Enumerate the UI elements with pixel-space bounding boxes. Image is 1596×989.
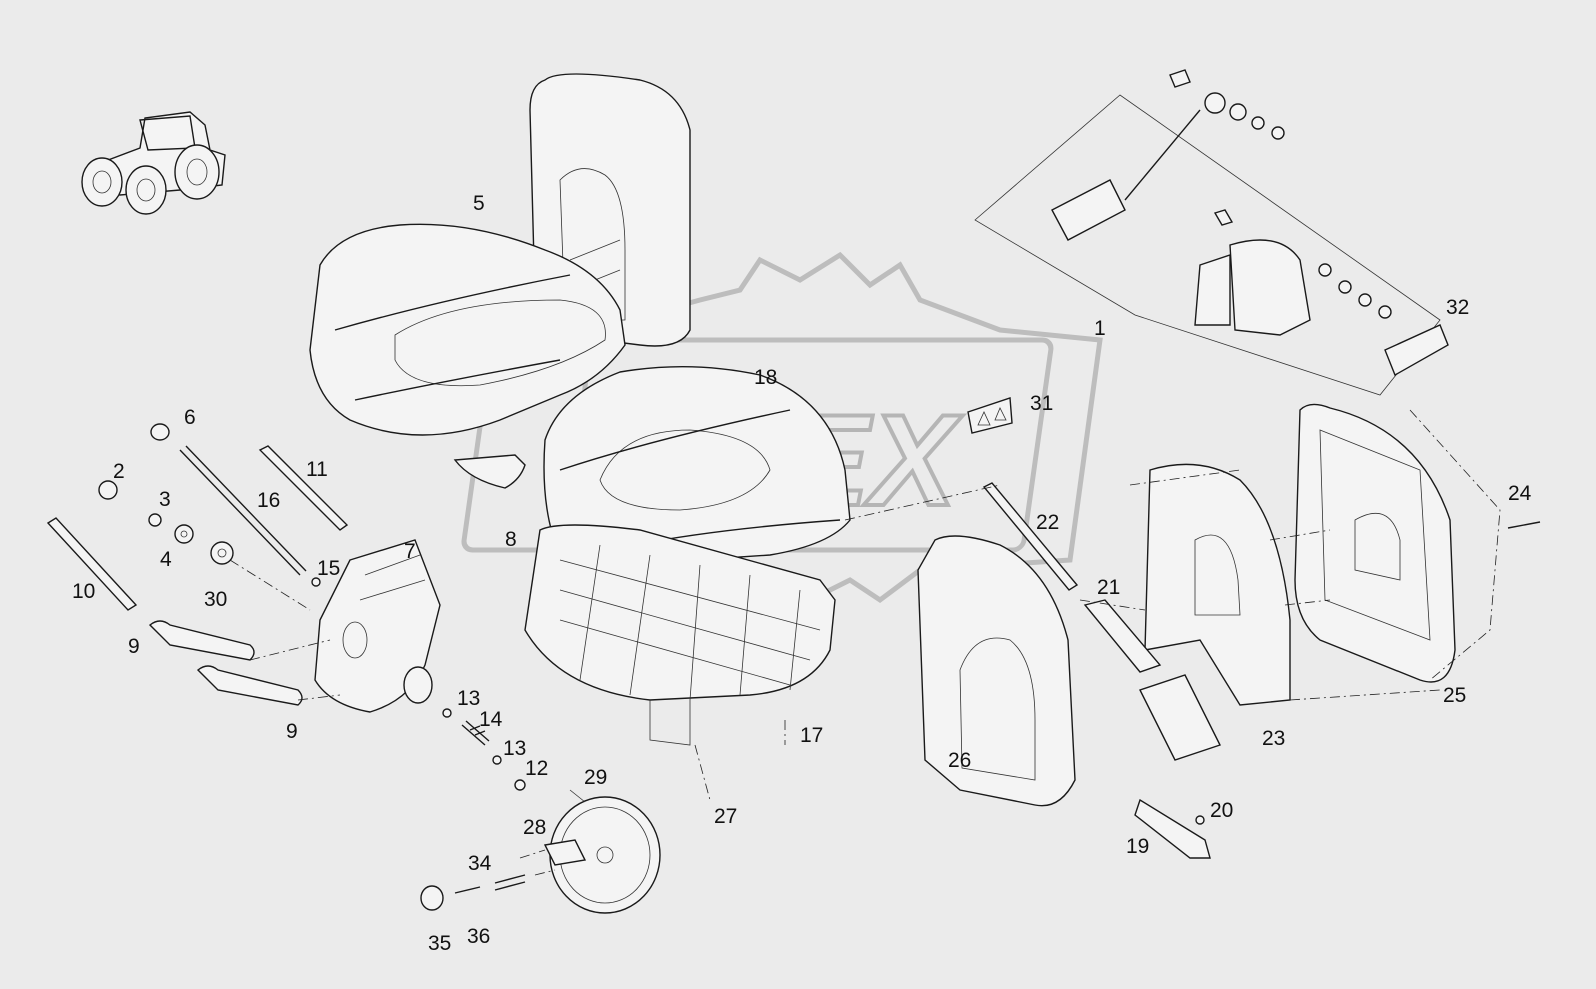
back-plate-and-frame: [1144, 403, 1501, 706]
callout-14: 14: [479, 708, 503, 731]
callout-17: 17: [800, 724, 823, 747]
callout-4: 4: [160, 548, 172, 571]
callout-10: 10: [72, 580, 95, 603]
callout-34: 34: [468, 852, 492, 875]
leader-lines: [229, 469, 1441, 876]
seat-cover-and-tray: [524, 365, 851, 746]
bracket-assembly: [982, 482, 1541, 859]
small-hardware: [98, 480, 526, 791]
callout-12: 12: [525, 757, 548, 780]
callout-28: 28: [523, 816, 546, 839]
callouts: 1 2 3 4 5 6 7 8 9 9 10 11 12 13 13 14 15…: [72, 192, 1532, 955]
callout-26: 26: [948, 749, 971, 772]
callout-27: 27: [714, 805, 737, 828]
callout-22: 22: [1036, 511, 1059, 534]
callout-24: 24: [1508, 482, 1532, 505]
callout-1: 1: [1094, 317, 1106, 340]
back-cushion: [917, 535, 1076, 807]
callout-31: 31: [1030, 392, 1053, 415]
callout-19: 19: [1126, 835, 1149, 858]
callout-7: 7: [404, 540, 416, 563]
callout-15: 15: [317, 557, 340, 580]
callout-36: 36: [467, 925, 490, 948]
warning-label: [967, 397, 1013, 434]
callout-9b: 9: [286, 720, 298, 743]
callout-20: 20: [1210, 799, 1233, 822]
callout-2: 2: [113, 460, 125, 483]
levers: [148, 620, 303, 706]
callout-18: 18: [754, 366, 777, 389]
callout-11: 11: [306, 458, 328, 481]
seat-cushion-and-backrest: [309, 73, 691, 489]
callout-30: 30: [204, 588, 227, 611]
callout-16: 16: [257, 489, 280, 512]
callout-23: 23: [1262, 727, 1285, 750]
callout-35: 35: [428, 932, 451, 955]
callout-21: 21: [1097, 576, 1120, 599]
callout-13a: 13: [457, 687, 480, 710]
callout-13b: 13: [503, 737, 526, 760]
adjuster-mechanism: [314, 539, 441, 713]
callout-8: 8: [505, 528, 517, 551]
callout-32: 32: [1446, 296, 1469, 319]
callout-25: 25: [1443, 684, 1466, 707]
callout-6: 6: [184, 406, 196, 429]
callout-5: 5: [473, 192, 485, 215]
seatbelt-kit: [974, 69, 1449, 396]
callout-29: 29: [584, 766, 607, 789]
adjuster-wheel-assembly: [420, 789, 661, 914]
callout-9a: 9: [128, 635, 140, 658]
callout-3: 3: [159, 488, 171, 511]
rods: [46, 423, 349, 611]
tractor-icon: [81, 111, 226, 215]
